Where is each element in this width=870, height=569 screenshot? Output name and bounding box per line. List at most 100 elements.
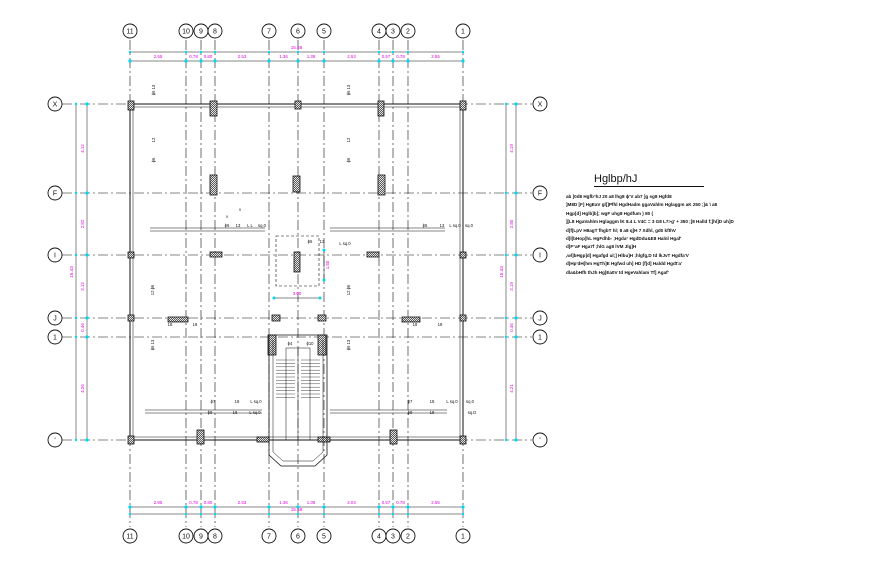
dim-tick [85, 253, 89, 257]
dimension-label: 2.55 [431, 500, 440, 505]
grid-bubble-top-label: 2 [406, 28, 410, 35]
beam-tag: L sq.0 [250, 399, 262, 404]
column [377, 100, 385, 117]
note-line: ]M8D [F] HgEaV gl[]Pfhl HgdHadm ggaVahlm… [566, 202, 718, 208]
note-line: d]F°aF Hga7f ;hlG ag8 lVM Jlg]H [566, 244, 637, 250]
grid-bubble-bottom-label: 3 [391, 533, 395, 540]
dimension-overall: 15.43 [69, 266, 74, 278]
dim-tick [184, 505, 188, 509]
grid-lines [62, 40, 532, 527]
dim-tick [128, 512, 132, 516]
grid-bubble-top-label: 5 [322, 28, 326, 35]
dimension-label: 0.46 [509, 323, 514, 332]
column [459, 100, 467, 111]
dimension-label: 0.46 [80, 323, 85, 332]
column [401, 316, 421, 323]
beam-tag: 12 [151, 137, 156, 142]
dim-tick [377, 50, 381, 54]
dim-tick [128, 59, 132, 63]
beam-tag: ɸ9 [208, 410, 213, 415]
dim-tick [85, 335, 89, 339]
grid-bubble-top [178, 23, 194, 39]
beam-tag: sq.0 [258, 223, 267, 228]
dim-tick [74, 438, 78, 442]
beam-tag: 18 [233, 410, 238, 415]
beam-tag: ɸ6 13 [346, 339, 351, 350]
column [127, 435, 135, 445]
dim-tick [296, 50, 300, 54]
note-line: ,wl]bHgp]d] Hgafgd ul;] Hlbu]H ;hlgfg,D … [566, 252, 689, 258]
grid-bubble-left-label: F [53, 190, 57, 197]
dim-tick [514, 335, 518, 339]
grid-bubble-left-label: J [53, 315, 57, 322]
dim-tick [296, 59, 300, 63]
grid-bubble-right-label: X [538, 101, 543, 108]
dim-tick [267, 50, 271, 54]
grid-bubble-top [122, 23, 138, 39]
grid-bubble-left-label: ' [54, 437, 55, 444]
grid-bubble-top-label: 3 [391, 28, 395, 35]
dim-tick [391, 512, 395, 516]
beam-tag: 18 [413, 322, 418, 327]
grid-bubble-bottom-label: 5 [322, 533, 326, 540]
dimension-overall: 15.58 [291, 45, 303, 50]
dim-tick [504, 438, 508, 442]
beam-tag: ɸ6 13 [150, 339, 155, 350]
dim-tick [184, 50, 188, 54]
dimension-label: 0.78 [396, 54, 405, 59]
dim-tick [377, 59, 381, 63]
column [377, 174, 386, 196]
grid-bubble-bottom-label: 7 [267, 533, 271, 540]
grid-bubble-bottom [207, 528, 223, 544]
column [317, 334, 327, 356]
grid-bubble-bottom-label: 8 [213, 533, 217, 540]
grid-bubble-bottom-label: 11 [126, 533, 133, 540]
column [294, 100, 302, 110]
grid-bubble-left [47, 432, 63, 448]
beam-tag: ɸ6 13 [151, 84, 156, 95]
stair-well [268, 334, 328, 467]
note-line: d]Hp'dH[hm HgTh]E Hgfwd uh] HD [f]d] Hal… [566, 261, 683, 267]
grid-bubble-top [385, 23, 401, 39]
column [196, 429, 205, 445]
grid-bubble-bottom [385, 528, 401, 544]
grid-bubble-top-label: 1 [461, 28, 465, 35]
beam-tag: 18 [430, 399, 435, 404]
dim-tick [184, 512, 188, 516]
beam-tag: 13 [236, 223, 241, 228]
grid-bubble-bottom-label: 2 [406, 533, 410, 540]
column [459, 251, 467, 259]
grid-bubble-bottom [178, 528, 194, 544]
dim-tick [322, 50, 326, 54]
grid-bubble-bottom [261, 528, 277, 544]
beam-tag: sq.D [468, 410, 477, 415]
dim-tick [514, 316, 518, 320]
dimension-label: 4.26 [80, 384, 85, 393]
grid-bubble-top [400, 23, 416, 39]
beam-tag: L sq.0 [249, 410, 261, 415]
dimension-label: 2.53 [238, 54, 247, 59]
dim-tick [504, 102, 508, 106]
grid-bubble-right [532, 247, 548, 263]
dimension-label: 0.57 [382, 54, 391, 59]
beam-tag: L sq.0 [449, 223, 461, 228]
dimension-label: 0.78 [189, 500, 198, 505]
column [271, 314, 281, 322]
dim-tick [213, 50, 217, 54]
grid-bubble-left [47, 329, 63, 345]
beam-tag: ɸ10 [307, 341, 315, 346]
dimension-label: 2.95 [154, 500, 163, 505]
dim-tick [318, 296, 322, 300]
dim-tick [377, 512, 381, 516]
grid-bubble-top-label: 6 [296, 28, 300, 35]
column [459, 435, 467, 445]
dimension-label: 0.78 [396, 500, 405, 505]
dimension-label: 0.57 [382, 500, 391, 505]
dim-tick [514, 191, 518, 195]
grid-bubble-right [532, 432, 548, 448]
beam-tag: v [226, 214, 229, 219]
grid-bubble-bottom-label: 4 [377, 533, 381, 540]
dim-tick [272, 296, 276, 300]
